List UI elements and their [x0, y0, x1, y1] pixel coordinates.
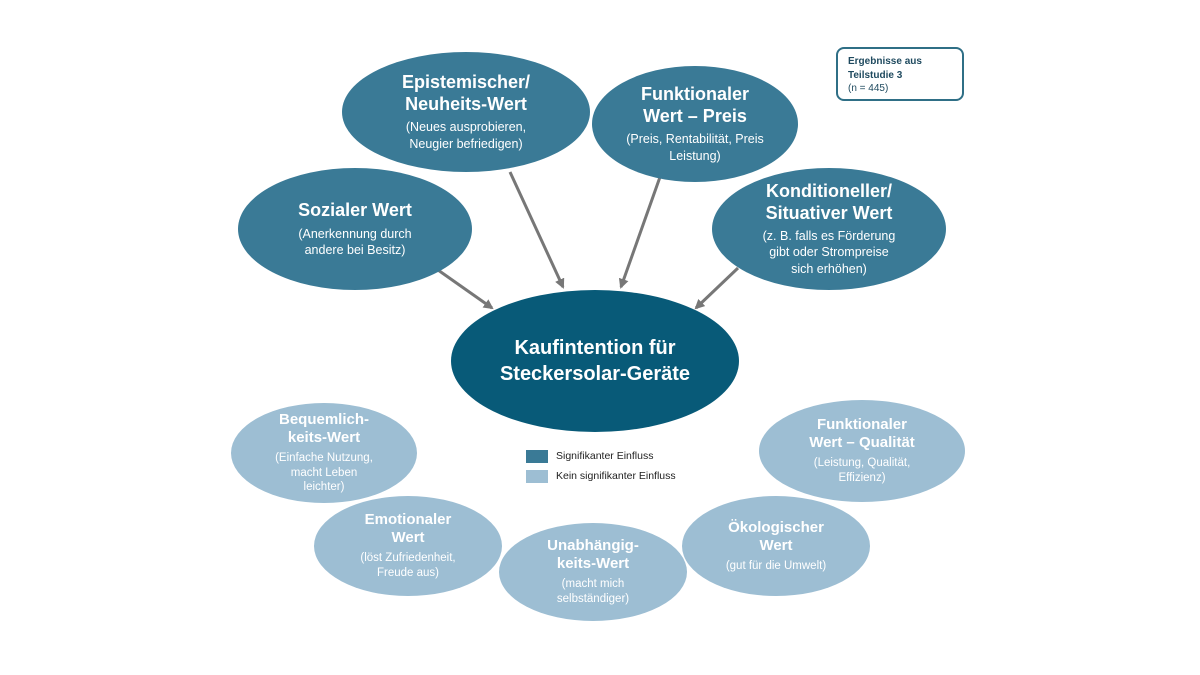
node-description: (Leistung, Qualität, Effizienz)	[813, 457, 911, 484]
node-functional-quality-value: Funktionaler Wert – Qualität (Leistung, …	[759, 400, 965, 502]
legend-label: Signifikanter Einfluss	[556, 450, 654, 462]
node-title: Funktionaler Wert – Qualität	[809, 416, 915, 452]
node-description: (gut für die Umwelt)	[725, 559, 827, 572]
node-title: Epistemischer/ Neuheits-Wert	[401, 72, 531, 114]
node-epistemic-value: Epistemischer/ Neuheits-Wert (Neues ausp…	[342, 52, 590, 172]
arrow-functional-price	[618, 176, 662, 289]
node-title: Kaufintention für Steckersolar-Geräte	[499, 337, 691, 385]
node-description: (Neues ausprobieren, Neugier befriedigen…	[405, 120, 527, 151]
arrow-conditional	[694, 266, 740, 310]
node-description: (löst Zufriedenheit, Freude aus)	[360, 552, 456, 579]
arrow-epistemic	[508, 171, 565, 289]
node-emotional-value: Emotionaler Wert (löst Zufriedenheit, Fr…	[314, 496, 502, 596]
node-description: (z. B. falls es Förderung gibt oder Stro…	[762, 229, 896, 276]
node-description: (Einfache Nutzung, macht Leben leichter)	[275, 451, 373, 494]
legend-swatch-significant	[526, 449, 548, 463]
legend-swatch-not-significant	[526, 469, 548, 483]
node-description: (Preis, Rentabilität, Preis Leistung)	[626, 132, 764, 163]
node-description: (Anerkennung durch andere bei Besitz)	[298, 226, 412, 257]
node-ecological-value: Ökologischer Wert (gut für die Umwelt)	[682, 496, 870, 596]
node-social-value: Sozialer Wert (Anerkennung durch andere …	[238, 168, 472, 290]
legend: Signifikanter Einfluss Kein signifikante…	[526, 446, 676, 486]
node-title: Ökologischer Wert	[728, 518, 824, 554]
node-title: Emotionaler Wert	[364, 511, 452, 547]
node-title: Unabhängig- keits-Wert	[547, 537, 639, 573]
node-title: Sozialer Wert	[298, 199, 412, 220]
study-info-box: Ergebnisse aus Teilstudie 3 (n = 445)	[836, 47, 964, 101]
node-purchase-intention: Kaufintention für Steckersolar-Geräte	[451, 290, 739, 432]
legend-item-not-significant: Kein signifikanter Einfluss	[526, 466, 676, 486]
node-title: Funktionaler Wert – Preis	[640, 84, 749, 126]
study-info-title: Ergebnisse aus Teilstudie 3	[848, 56, 922, 81]
node-convenience-value: Bequemlich- keits-Wert (Einfache Nutzung…	[231, 403, 417, 503]
node-conditional-value: Konditioneller/ Situativer Wert (z. B. f…	[712, 168, 946, 290]
legend-item-significant: Signifikanter Einfluss	[526, 446, 676, 466]
node-independence-value: Unabhängig- keits-Wert (macht mich selbs…	[499, 523, 687, 621]
node-functional-price-value: Funktionaler Wert – Preis (Preis, Rentab…	[592, 66, 798, 182]
node-title: Konditioneller/ Situativer Wert	[765, 181, 893, 223]
arrow-social	[437, 268, 494, 310]
legend-label: Kein signifikanter Einfluss	[556, 470, 676, 482]
node-title: Bequemlich- keits-Wert	[278, 410, 369, 446]
study-info-sample-size: (n = 445)	[848, 83, 889, 94]
node-description: (macht mich selbständiger)	[556, 578, 630, 605]
